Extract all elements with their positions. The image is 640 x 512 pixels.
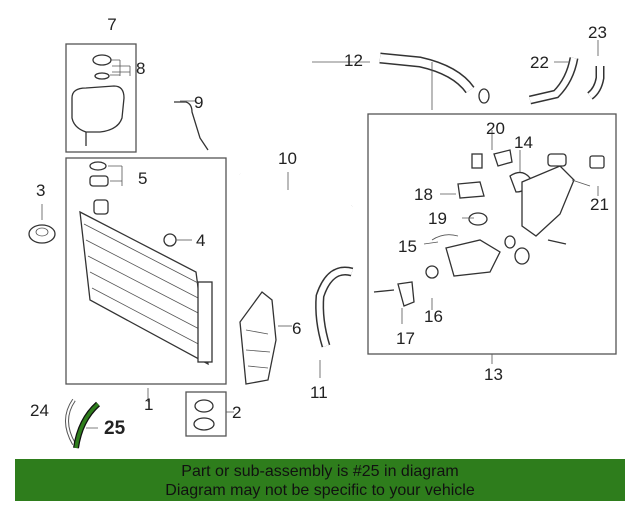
callout-9: 9 xyxy=(194,93,203,112)
sensor-18 xyxy=(457,181,485,199)
callout-11: 11 xyxy=(310,383,328,402)
reservoir-box xyxy=(65,43,137,153)
radiator-tank xyxy=(197,281,213,363)
callout-13: 13 xyxy=(484,365,503,384)
radiator-cap-seal xyxy=(89,175,109,187)
callout-22: 22 xyxy=(530,53,549,72)
sensor-21 xyxy=(589,155,605,169)
parts-diagram: 7 8 9 3 5 4 1 2 10 6 11 12 13 14 20 18 1… xyxy=(28,15,617,449)
callout-5: 5 xyxy=(138,169,147,188)
hose-25-highlight xyxy=(74,402,100,449)
callout-10: 10 xyxy=(278,149,297,168)
callout-15: 15 xyxy=(398,237,417,256)
callout-24: 24 xyxy=(30,401,49,420)
hose-25-outline xyxy=(73,401,101,449)
outlet-17 xyxy=(397,281,415,307)
callout-1: 1 xyxy=(144,395,153,414)
callout-18: 18 xyxy=(414,185,433,204)
part-info-banner: Part or sub-assembly is #25 in diagram D… xyxy=(15,459,625,501)
gasket-15 xyxy=(431,234,459,241)
banner-line-2: Diagram may not be specific to your vehi… xyxy=(165,482,475,499)
callout-14: 14 xyxy=(514,133,533,152)
callout-17: 17 xyxy=(396,329,415,348)
callout-25: 25 xyxy=(104,418,126,439)
fan-shroud xyxy=(239,291,277,385)
callout-7: 7 xyxy=(107,15,116,34)
callout-12: 12 xyxy=(344,51,363,70)
oring-19 xyxy=(468,212,488,226)
reservoir-cap xyxy=(92,54,112,66)
housing-lower xyxy=(445,239,501,277)
radiator-core xyxy=(79,210,209,366)
thermostat-16 xyxy=(425,265,439,279)
callout-8: 8 xyxy=(136,59,145,78)
part-3 xyxy=(28,204,56,244)
callout-16: 16 xyxy=(424,307,443,326)
callout-4: 4 xyxy=(196,231,205,250)
callout-6: 6 xyxy=(292,319,301,338)
reservoir-seal xyxy=(94,72,110,80)
callout-20: 20 xyxy=(486,119,505,138)
drain-plug xyxy=(163,233,177,247)
sensor-20 xyxy=(493,149,513,167)
radiator-neck xyxy=(93,199,109,215)
part-2-box xyxy=(185,391,227,437)
callout-3: 3 xyxy=(36,181,45,200)
banner-line-1: Part or sub-assembly is #25 in diagram xyxy=(181,463,459,480)
callout-21: 21 xyxy=(590,195,609,214)
callout-23: 23 xyxy=(588,23,607,42)
radiator-box xyxy=(65,157,227,385)
housing-main xyxy=(521,165,575,237)
callout-2: 2 xyxy=(232,403,241,422)
reservoir-group xyxy=(65,43,137,153)
overflow-hose xyxy=(174,101,209,151)
radiator-oring xyxy=(89,161,107,171)
callout-19: 19 xyxy=(428,209,447,228)
bolt-20a xyxy=(471,153,483,169)
radiator-group xyxy=(65,157,227,385)
reservoir-tank xyxy=(71,85,125,133)
